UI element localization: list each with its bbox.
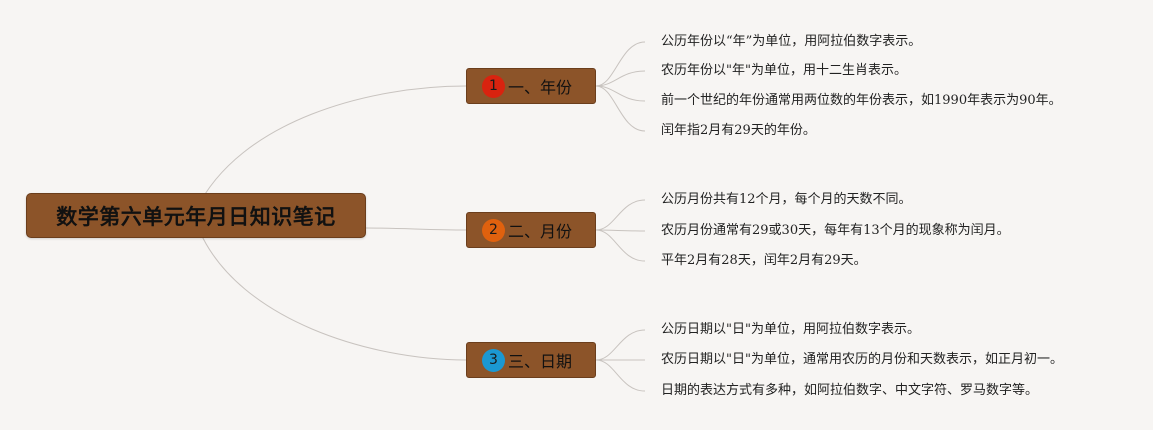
branch-3-leaf-connector-3 bbox=[595, 359, 646, 392]
branch-topic-label: 二、月份 bbox=[508, 222, 573, 241]
leaf-date-1[interactable]: 公历日期以"日"为单位，用阿拉伯数字表示。 bbox=[661, 322, 920, 337]
leaf-month-1[interactable]: 公历月份共有12个月，每个月的天数不同。 bbox=[661, 192, 912, 207]
branch-1-leaf-connector-1 bbox=[595, 41, 646, 87]
branch-2-leaf-connector-1 bbox=[595, 199, 646, 231]
branch-topic-month[interactable]: 2 二、月份 bbox=[466, 212, 596, 248]
branch-3-leaf-connector-1 bbox=[595, 329, 646, 361]
leaf-date-2[interactable]: 农历日期以"日"为单位，通常用农历的月份和天数表示，如正月初一。 bbox=[661, 352, 1063, 367]
leaf-year-3[interactable]: 前一个世纪的年份通常用两位数的年份表示，如1990年表示为90年。 bbox=[661, 93, 1062, 108]
root-to-branch-3-connector bbox=[199, 231, 467, 361]
leaf-year-2[interactable]: 农历年份以"年"为单位，用十二生肖表示。 bbox=[661, 63, 907, 78]
leaf-month-3[interactable]: 平年2月有28天，闰年2月有29天。 bbox=[661, 253, 867, 268]
leaf-date-3[interactable]: 日期的表达方式有多种，如阿拉伯数字、中文字符、罗马数字等。 bbox=[661, 383, 1039, 398]
branch-2-leaf-connector-2 bbox=[595, 229, 646, 232]
branch-1-leaf-connector-2 bbox=[595, 70, 646, 87]
number-1-icon: 1 bbox=[482, 74, 505, 98]
root-to-branch-1-connector bbox=[195, 85, 467, 211]
root-topic-title: 数学第六单元年月日知识笔记 bbox=[56, 204, 336, 229]
root-to-branch-2-connector bbox=[365, 227, 467, 231]
number-2-icon: 2 bbox=[482, 218, 505, 242]
branch-topic-date[interactable]: 3 三、日期 bbox=[466, 342, 596, 378]
leaf-year-4[interactable]: 闰年指2月有29天的年份。 bbox=[661, 123, 816, 138]
branch-topic-year[interactable]: 1 一、年份 bbox=[466, 68, 596, 104]
branch-topic-label: 一、年份 bbox=[508, 78, 573, 97]
branch-2-leaf-connector-3 bbox=[595, 229, 646, 262]
branch-1-leaf-connector-4 bbox=[595, 85, 646, 132]
leaf-month-2[interactable]: 农历月份通常有29或30天，每年有13个月的现象称为闰月。 bbox=[661, 223, 1010, 238]
leaf-year-1[interactable]: 公历年份以“年”为单位，用阿拉伯数字表示。 bbox=[661, 34, 922, 49]
branch-topic-label: 三、日期 bbox=[508, 352, 573, 371]
number-3-icon: 3 bbox=[482, 348, 505, 372]
root-topic[interactable]: 数学第六单元年月日知识笔记 bbox=[26, 193, 366, 238]
